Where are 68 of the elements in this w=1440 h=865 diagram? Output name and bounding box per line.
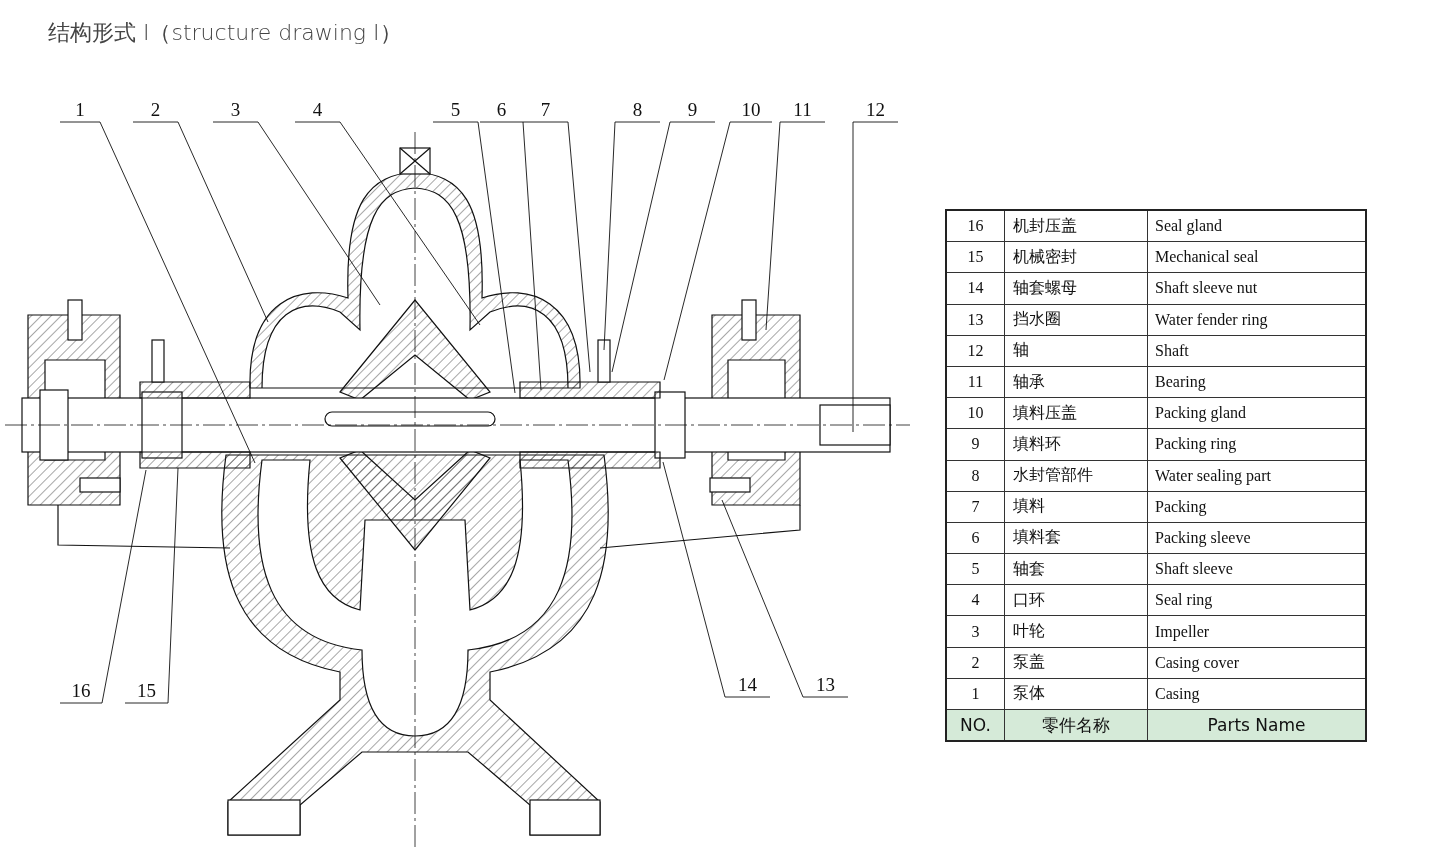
part-number: 11	[946, 366, 1005, 398]
callout-number: 13	[803, 674, 848, 696]
part-number: 16	[946, 210, 1005, 242]
part-name: 泵盖	[1004, 647, 1148, 679]
callout-number: 5	[433, 99, 478, 121]
column-header: 零件名称	[1004, 709, 1148, 742]
leader-line	[59, 469, 147, 704]
callout-number: 8	[615, 99, 660, 121]
part-number: 15	[946, 241, 1005, 273]
part-number: 13	[946, 304, 1005, 336]
part-name: 水封管部件	[1004, 460, 1148, 492]
part-name: 挡水圈	[1004, 304, 1148, 336]
callout-number: 10	[730, 99, 772, 121]
part-number: 5	[946, 553, 1005, 585]
leader-line	[603, 121, 661, 351]
callout-number: 16	[60, 680, 102, 702]
callout-number: 12	[853, 99, 898, 121]
leader-line	[294, 121, 481, 326]
part-number: 4	[946, 584, 1005, 616]
callout-number: 9	[670, 99, 715, 121]
callout-number: 6	[480, 99, 523, 121]
callout-number: 3	[213, 99, 258, 121]
leader-line	[663, 121, 773, 381]
leader-line	[852, 121, 899, 433]
part-name: 叶轮	[1004, 615, 1148, 648]
column-header: Parts Name	[1147, 709, 1366, 742]
part-number: 1	[946, 678, 1005, 710]
part-name: 填料环	[1004, 428, 1148, 460]
part-name: 轴	[1004, 335, 1148, 367]
part-name: 机械密封	[1004, 241, 1148, 273]
leader-line	[765, 121, 826, 331]
callout-number: 14	[725, 674, 770, 696]
part-number: 12	[946, 335, 1005, 367]
callout-number: 2	[133, 99, 178, 121]
part-name: 填料套	[1004, 522, 1148, 554]
part-number: 14	[946, 272, 1005, 305]
leader-line	[611, 121, 716, 373]
part-number: 9	[946, 428, 1005, 460]
part-number: 3	[946, 615, 1005, 648]
part-name: 口环	[1004, 584, 1148, 616]
leader-line	[124, 467, 179, 704]
part-name: 机封压盖	[1004, 210, 1148, 242]
leader-line	[479, 121, 542, 391]
callout-number: 7	[523, 99, 568, 121]
title: 结构形式 I（structure drawing I）	[48, 19, 402, 47]
callout-number: 1	[60, 99, 100, 121]
part-name: 填料	[1004, 491, 1148, 523]
part-name: 泵体	[1004, 678, 1148, 710]
leader-line	[212, 121, 381, 306]
leader-line	[132, 121, 269, 323]
callout-number: 4	[295, 99, 340, 121]
leader-line	[522, 121, 591, 373]
leader-line	[432, 121, 516, 394]
part-name: 轴承	[1004, 366, 1148, 398]
part-number: 7	[946, 491, 1005, 523]
leader-line	[721, 499, 849, 698]
part-number: 8	[946, 460, 1005, 492]
column-header: NO.	[946, 709, 1005, 742]
leader-line	[59, 121, 256, 464]
part-number: 10	[946, 397, 1005, 429]
part-name: 轴套	[1004, 553, 1148, 585]
callout-number: 11	[780, 99, 825, 121]
part-name: 轴套螺母	[1004, 272, 1148, 305]
callout-number: 15	[125, 680, 168, 702]
part-number: 6	[946, 522, 1005, 554]
part-name: 填料压盖	[1004, 397, 1148, 429]
part-number: 2	[946, 647, 1005, 679]
leader-line	[662, 461, 771, 698]
